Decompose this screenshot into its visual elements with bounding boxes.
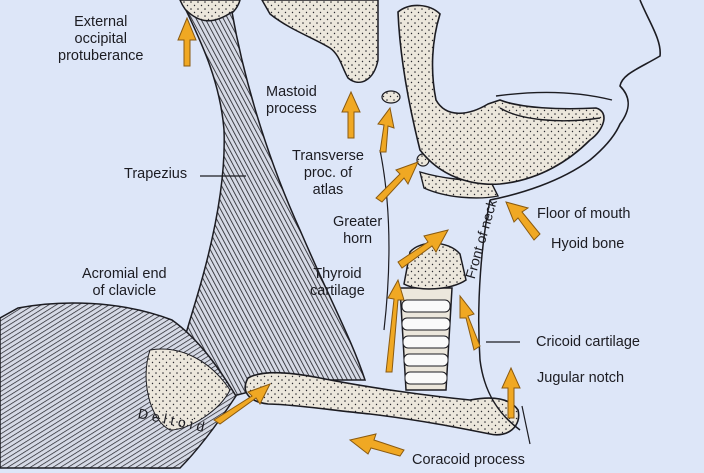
arrow-thyroid (385, 278, 405, 373)
label-mastoid-process: Mastoid process (266, 84, 317, 117)
hyoid-horn (419, 170, 500, 199)
arrow-greater-horn (397, 229, 449, 269)
teeth-upper (495, 91, 613, 101)
label-trapezius: Trapezius (124, 166, 188, 182)
clavicle-bone (244, 371, 520, 436)
teeth-lower (499, 107, 601, 122)
arrow-jugular (501, 366, 521, 419)
label-jugular-notch: Jugular notch (537, 370, 625, 386)
arrow-occipital (177, 16, 197, 67)
neck-front-line (477, 199, 521, 431)
label-cricoid-cartilage: Cricoid cartilage (536, 334, 640, 350)
mandible-bone (397, 4, 605, 186)
label-transverse-process: Transverse proc. of atlas (292, 148, 364, 198)
label-hyoid-bone: Hyoid bone (551, 236, 625, 252)
label-floor-of-mouth: Floor of mouth (537, 206, 631, 222)
arrow-transverse (375, 161, 419, 203)
arrow-mastoid (341, 90, 361, 139)
mastoid-tip (381, 90, 401, 104)
arrow-cricoid (459, 294, 481, 351)
arrow-atlas (377, 106, 395, 153)
label-external-occipital: External occipital protuberance (58, 14, 144, 64)
arrow-floor-mouth (505, 201, 541, 241)
neck-back-line (379, 149, 390, 331)
label-thyroid-cartilage: Thyroid cartilage (310, 266, 365, 299)
arrow-acromial (213, 383, 272, 425)
trachea (399, 287, 453, 391)
shoulder-dotted (145, 348, 231, 431)
label-greater-horn: Greater horn (333, 214, 383, 247)
mastoid-bone (261, 0, 379, 83)
face-profile (489, 0, 661, 201)
arrow-coracoid (348, 433, 405, 457)
label-acromial-end: Acromial end of clavicle (82, 266, 167, 299)
label-coracoid-process: Coracoid process (412, 452, 525, 468)
